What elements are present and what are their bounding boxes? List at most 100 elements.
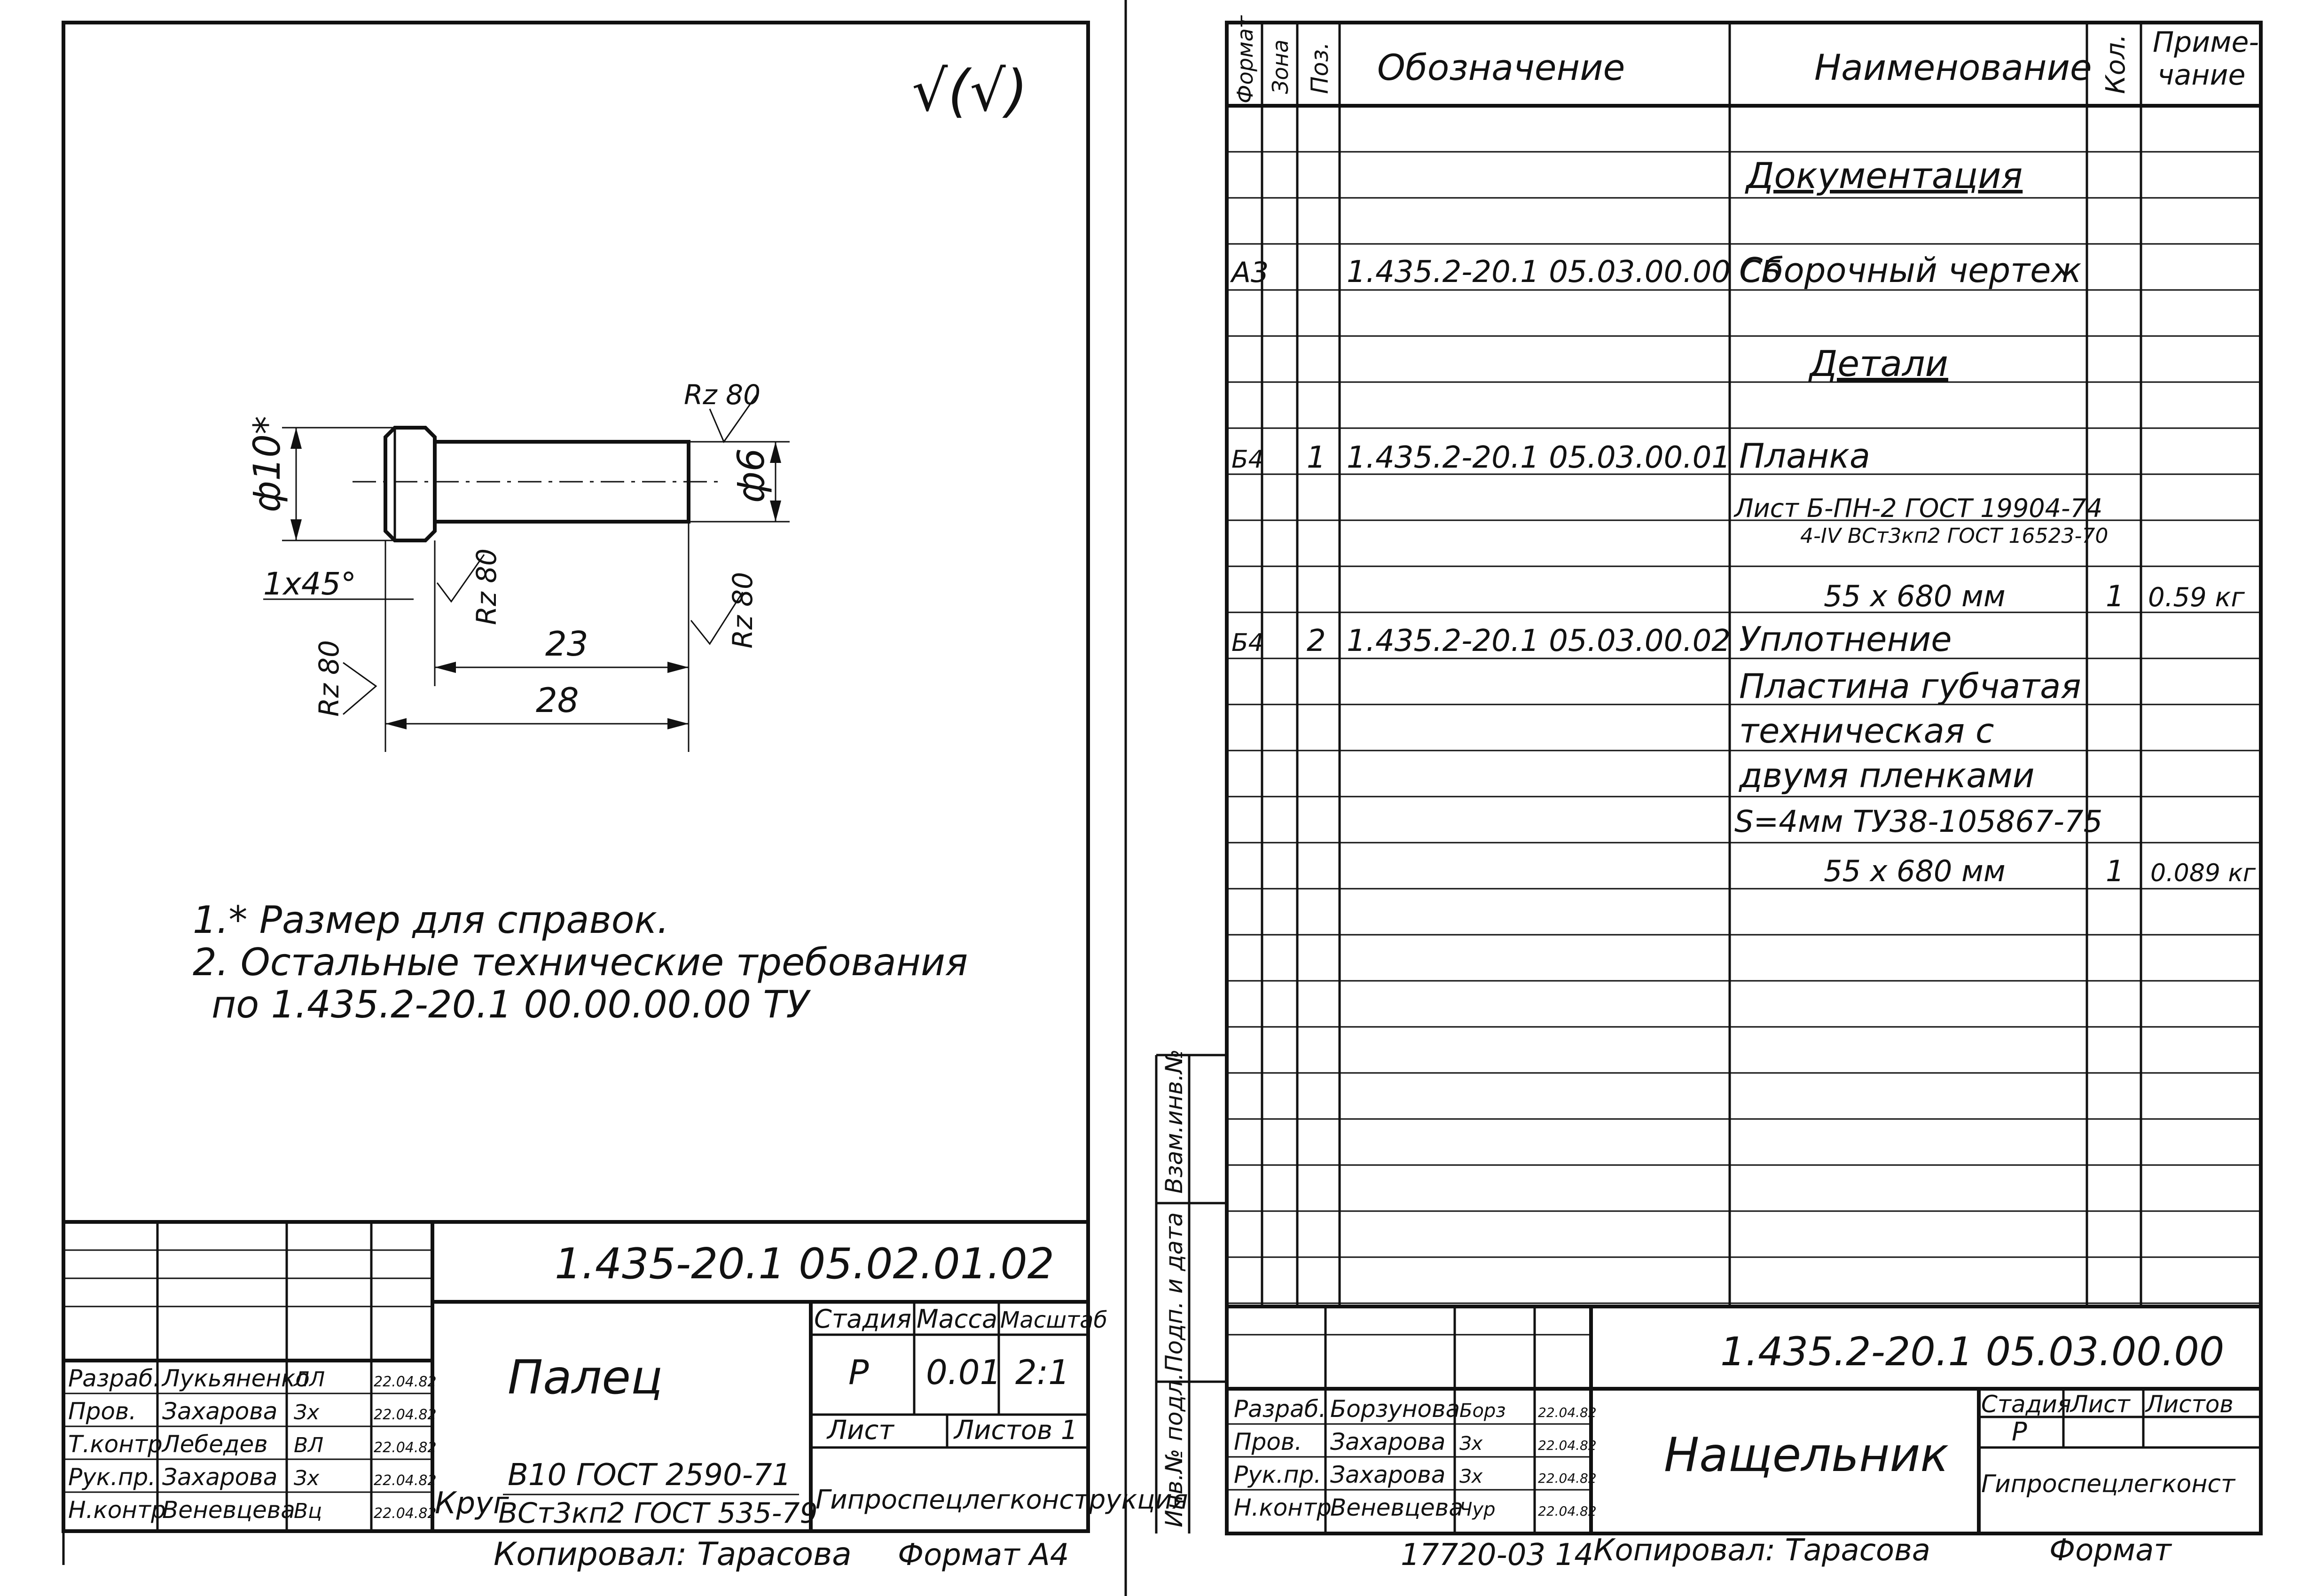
svg-text:22.04.82: 22.04.82 (1538, 1471, 1597, 1486)
side-label-replace: Взам.инв.№ (1160, 1049, 1188, 1194)
svg-text:Н.контр: Н.контр (1234, 1494, 1332, 1521)
left-stage-label: Стадия (814, 1304, 911, 1334)
spec-row-lines (1227, 151, 2261, 1304)
left-sheet: √(√) ф10* ф6 1x45° (62, 21, 1188, 1573)
left-organization: Гипроспецлегконструкция (815, 1485, 1188, 1515)
right-organization: Гипроспецлегконст (1981, 1470, 2236, 1498)
svg-text:22.04.82: 22.04.82 (374, 1440, 437, 1456)
svg-text:Вц: Вц (294, 1499, 322, 1523)
header-format: Формат (1232, 15, 1258, 103)
dim-arrow-head-top (290, 428, 302, 449)
dim-length-total: 28 (536, 681, 579, 720)
right-sheet: Формат Зона Поз. Обозначение Наименовани… (1155, 15, 2263, 1573)
svg-text:Пров.: Пров. (68, 1398, 136, 1425)
right-sheet-label: Лист (2070, 1391, 2131, 1418)
row-format: A3 (1230, 256, 1269, 289)
svg-text:Борз: Борз (1459, 1400, 1506, 1422)
note-line-1: 1.* Размер для справок. (193, 898, 669, 942)
roughness-label-head: Rz 80 (470, 548, 502, 625)
left-copied-by: Копировал: Тарасова (494, 1536, 852, 1573)
header-designation: Обозначение (1377, 47, 1625, 88)
svg-text:Рук.пр.: Рук.пр. (68, 1463, 156, 1491)
svg-text:22.04.82: 22.04.82 (1538, 1503, 1597, 1519)
svg-text:Веневцева: Веневцева (162, 1496, 295, 1524)
left-sheets-label: Листов 1 (953, 1415, 1078, 1446)
row-name: 55 х 680 мм (1824, 579, 2006, 613)
dim-arrow-23-left (435, 662, 456, 673)
row-pos: 1 (1307, 440, 1326, 475)
dim-diameter-shaft: ф6 (730, 448, 773, 503)
pin-head-outline (384, 426, 437, 542)
dim-arrow-28-right (667, 718, 689, 729)
svg-text:Зх: Зх (1459, 1433, 1483, 1455)
right-format: Формат (2049, 1533, 2172, 1568)
row-section-parts: Детали (1808, 343, 1948, 384)
header-note-line-1: Приме- (2153, 26, 2259, 59)
svg-text:Пров.: Пров. (1234, 1428, 1302, 1455)
side-label-inventory: Инв.№ подл. (1160, 1373, 1188, 1527)
side-label-sign-date: Подп. и дата (1160, 1212, 1188, 1372)
left-stage: Р (848, 1353, 869, 1392)
dim-diameter-head: ф10* (246, 416, 289, 512)
right-stage-label: Стадия (1981, 1391, 2071, 1418)
svg-text:Зх: Зх (1459, 1466, 1483, 1487)
left-material-line-2: ВСт3кп2 ГОСТ 535-79 (498, 1497, 818, 1530)
roughness-label-top: Rz 80 (684, 379, 760, 411)
svg-text:22.04.82: 22.04.82 (374, 1374, 437, 1390)
left-role-rows: Разраб. Лукьяненко ЛЛ 22.04.82 Пров. Зах… (68, 1365, 437, 1524)
right-assembly-name: Нащельник (1664, 1427, 1949, 1482)
row-format: Б4 (1231, 446, 1264, 474)
pin-drawing: ф10* ф6 1x45° 23 28 (246, 379, 790, 752)
header-name: Наименование (1814, 47, 2092, 88)
roughness-mark-top (709, 394, 758, 444)
right-sheets-label: Листов (2145, 1391, 2234, 1418)
left-material-prefix: Круг (435, 1486, 509, 1521)
row-format: Б4 (1231, 629, 1264, 657)
row-name: Сборочный чертеж (1739, 250, 2081, 290)
svg-text:Лебедев: Лебедев (161, 1431, 268, 1458)
dim-arrow-shaft-top (770, 442, 781, 463)
row-name: Планка (1739, 436, 1870, 476)
svg-text:22.04.82: 22.04.82 (1538, 1405, 1597, 1420)
row-designation: 1.435.2-20.1 05.03.00.00 СБ (1347, 255, 1782, 289)
row-name: техническая с (1739, 711, 1994, 751)
svg-text:Захарова: Захарова (1330, 1461, 1445, 1488)
svg-text:Н.контр: Н.контр (68, 1496, 166, 1524)
svg-text:Лукьяненко: Лукьяненко (161, 1365, 310, 1392)
row-designation: 1.435.2-20.1 05.03.00.01 (1347, 440, 1731, 475)
row-qty: 1 (2106, 854, 2124, 888)
svg-text:Чур: Чур (1459, 1499, 1495, 1520)
svg-text:22.04.82: 22.04.82 (374, 1472, 437, 1489)
svg-text:Захарова: Захарова (162, 1398, 277, 1425)
svg-text:Т.контр: Т.контр (68, 1431, 163, 1458)
dim-chamfer: 1x45° (263, 566, 356, 602)
dim-arrow-shaft-bottom (770, 501, 781, 522)
roughness-label-right: Rz 80 (727, 572, 759, 649)
left-scale: 2:1 (1015, 1353, 1070, 1392)
svg-text:Веневцева: Веневцева (1330, 1494, 1463, 1521)
header-qty: Кол. (2101, 34, 2131, 94)
note-line-2: 2. Остальные технические требования (193, 940, 968, 984)
svg-text:22.04.82: 22.04.82 (374, 1505, 437, 1522)
left-designation: 1.435-20.1 05.02.01.02 (555, 1239, 1054, 1289)
header-zone: Зона (1268, 39, 1293, 94)
row-qty: 1 (2106, 579, 2124, 613)
row-name: S=4мм ТУ38-105867-75 (1734, 805, 2102, 839)
right-bottom-code: 17720-03 14 (1401, 1538, 1593, 1573)
dim-length-shaft: 23 (545, 624, 588, 664)
row-name-line-2: 4-IV ВСт3кп2 ГОСТ 16523-70 (1800, 524, 2108, 548)
row-designation: 1.435.2-20.1 05.03.00.02 (1347, 624, 1731, 658)
left-frame (62, 21, 1090, 1533)
right-frame (1225, 21, 2263, 1535)
left-scale-label: Масштаб (1000, 1307, 1107, 1333)
row-note: 0.089 кг (2150, 859, 2256, 887)
dim-arrow-28-left (385, 718, 407, 729)
row-name: 55 х 680 мм (1824, 854, 2006, 888)
left-sheet-label: Лист (826, 1415, 894, 1446)
left-format: Формат А4 (898, 1538, 1069, 1573)
surface-roughness-mark: √(√) (912, 59, 1028, 124)
roughness-mark-head (436, 554, 485, 603)
svg-text:ВЛ: ВЛ (294, 1433, 323, 1457)
svg-text:Захарова: Захарова (162, 1463, 277, 1491)
svg-text:Борзунова: Борзунова (1330, 1395, 1460, 1423)
